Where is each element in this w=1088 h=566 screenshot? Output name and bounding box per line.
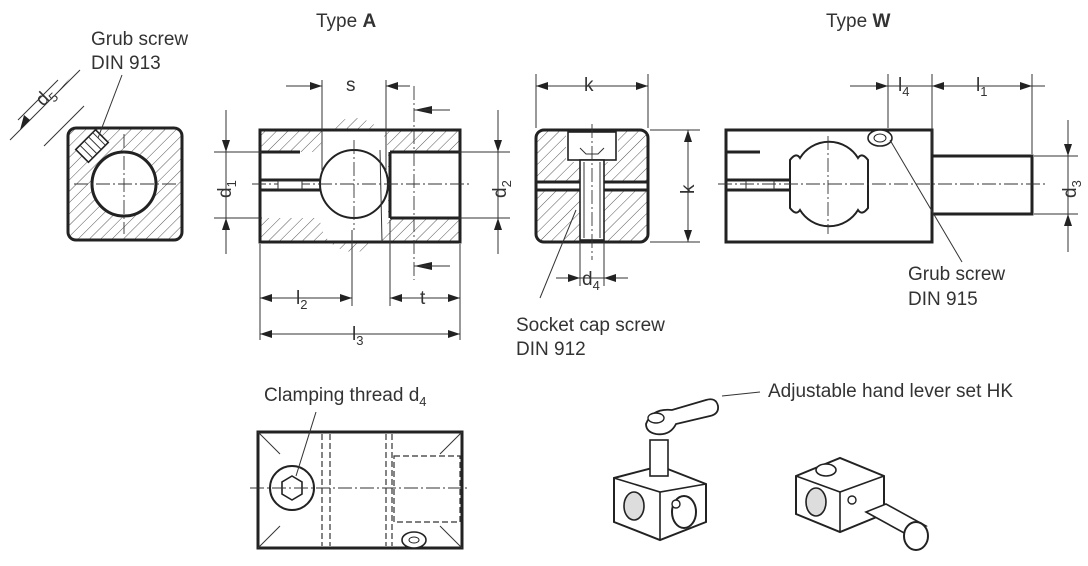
dim-d5: d5 [32,83,62,113]
dim-d1: d1 [215,180,239,198]
dim-l2: l2 [296,288,307,312]
end-view: d5 Grub screw DIN 913 [9,29,188,242]
isometric-type-a: Adjustable hand lever set HK [613,381,1013,542]
type-w-front-view: l4 l1 d3 Grub screw DIN 915 [718,74,1084,310]
dim-d3: d3 [1060,180,1084,198]
socket-cap-label-line1: Socket cap screw [516,315,665,336]
isometric-type-w [795,456,929,551]
grub-screw-915-label-line2: DIN 915 [908,289,978,310]
dim-d4: d4 [582,269,600,293]
hand-lever-label: Adjustable hand lever set HK [768,381,1013,402]
grub-screw-915-label-line1: Grub screw [908,264,1005,285]
dim-d2: d2 [490,180,514,198]
grub-screw-913-label-line1: Grub screw [91,29,188,50]
dim-l1: l1 [976,75,987,99]
dim-t: t [420,288,426,309]
socket-cap-label-line2: DIN 912 [516,339,586,360]
dim-k-top: k [584,75,594,96]
dim-l4: l4 [898,75,909,99]
clamping-thread-label: Clamping thread d4 [264,385,427,409]
type-w-title: Type W [826,11,890,32]
side-section-view: k k d4 Socket cap screw DIN 912 [516,74,700,360]
dim-l3: l3 [352,324,363,348]
dim-s: s [346,75,356,96]
bottom-view: Clamping thread d4 [250,385,470,550]
type-a-title: Type A [316,11,376,32]
dim-k-side: k [678,184,699,194]
type-a-front-view: s d1 d2 l2 t l3 [214,75,514,348]
grub-screw-913-label-line2: DIN 913 [91,53,161,74]
